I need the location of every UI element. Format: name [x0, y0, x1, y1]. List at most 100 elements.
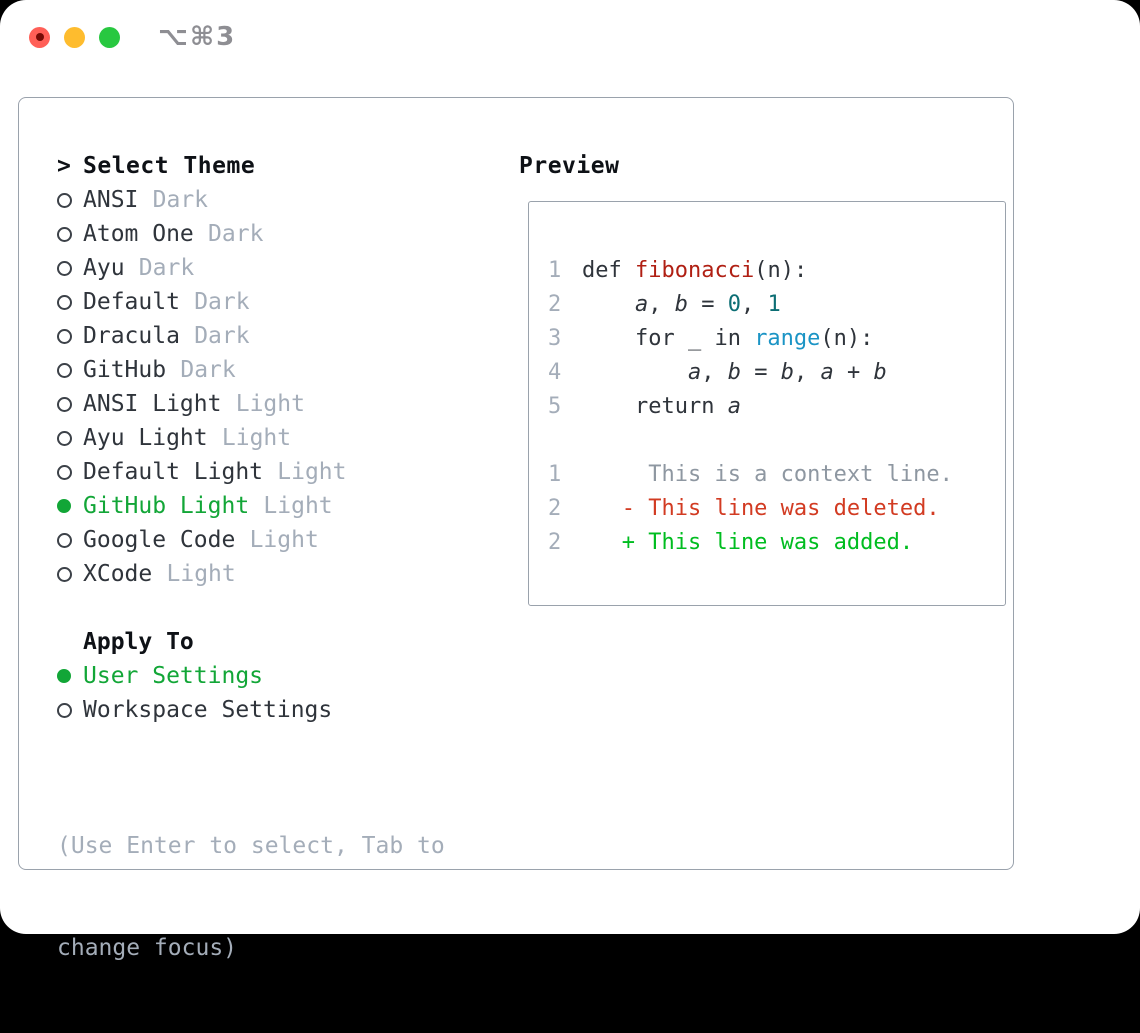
code-token: 1	[767, 291, 781, 317]
code-token: a	[727, 393, 741, 419]
radio-marker	[57, 566, 83, 582]
radio-marker	[57, 430, 83, 446]
radio-marker	[57, 328, 83, 344]
code-content: for _ in range(n):	[582, 326, 873, 351]
code-token: a	[820, 359, 834, 385]
code-token: a	[634, 291, 649, 317]
preview-title-row: Preview	[519, 149, 1006, 183]
theme-variant-tag: Light	[263, 493, 333, 519]
code-line: 2 - This line was deleted.	[548, 491, 1005, 525]
theme-variant-tag: Light	[249, 527, 319, 553]
code-token: ,	[740, 291, 768, 317]
line-number: 4	[548, 359, 562, 385]
code-line: 3 for _ in range(n):	[548, 321, 1005, 355]
line-number: 1	[548, 257, 562, 283]
theme-item[interactable]: Ayu Dark	[57, 251, 519, 285]
code-token: b	[727, 359, 741, 385]
close-dot-icon	[35, 33, 44, 41]
code-token: - This line was deleted.	[582, 495, 940, 521]
radio-icon	[57, 328, 72, 344]
theme-item-label: GitHub Light	[83, 493, 250, 519]
hint-text: (Use Enter to select, Tab to change focu…	[57, 761, 519, 1033]
code-token: =	[740, 359, 781, 385]
radio-icon	[57, 702, 72, 718]
apply-to-option[interactable]: User Settings	[57, 659, 519, 693]
titlebar: ⌥⌘3	[0, 0, 1140, 74]
theme-item[interactable]: Default Dark	[57, 285, 519, 319]
radio-icon	[57, 294, 72, 310]
radio-selected-icon	[57, 499, 71, 513]
theme-item-label: Default	[83, 289, 180, 315]
code-token	[582, 360, 688, 385]
radio-icon	[57, 396, 72, 412]
radio-icon	[57, 192, 72, 208]
radio-icon	[57, 532, 72, 548]
code-token: +	[833, 359, 874, 385]
code-content: a, b = 0, 1	[582, 292, 781, 317]
code-token: b	[674, 291, 688, 317]
chevron-right-icon: >	[57, 153, 71, 179]
code-line	[548, 423, 1005, 457]
theme-item-label: Ayu	[83, 255, 125, 281]
code-content: + This line was added.	[582, 530, 913, 555]
theme-item-label: Google Code	[83, 527, 236, 553]
theme-item-label: GitHub	[83, 357, 167, 383]
code-token: b	[873, 359, 887, 385]
theme-variant-tag: Light	[235, 391, 305, 417]
minimize-button[interactable]	[64, 26, 85, 48]
code-content: - This line was deleted.	[582, 496, 940, 521]
code-line: 5 return a	[548, 389, 1005, 423]
code-token: This is a context line.	[582, 461, 953, 487]
apply-to-option-label: Workspace Settings	[83, 697, 333, 723]
theme-variant-tag: Dark	[208, 221, 264, 247]
radio-marker	[57, 294, 83, 310]
theme-item-label: ANSI Light	[83, 391, 222, 417]
apply-to-option[interactable]: Workspace Settings	[57, 693, 519, 727]
radio-marker	[57, 464, 83, 480]
theme-variant-tag: Dark	[194, 323, 250, 349]
radio-marker	[57, 669, 83, 683]
theme-item[interactable]: ANSI Light Light	[57, 387, 519, 421]
code-line: 4 a, b = b, a + b	[548, 355, 1005, 389]
code-token: a	[687, 359, 702, 385]
code-token	[582, 292, 635, 317]
hint-line: change focus)	[57, 935, 238, 961]
close-button[interactable]	[29, 26, 50, 48]
theme-item-label: Default Light	[83, 459, 264, 485]
code-token: ,	[793, 359, 821, 385]
spacer	[57, 591, 519, 625]
select-theme-title: Select Theme	[83, 153, 256, 179]
radio-icon	[57, 464, 72, 480]
theme-item-label: ANSI	[83, 187, 139, 213]
theme-item-label: Dracula	[83, 323, 180, 349]
theme-item[interactable]: Google Code Light	[57, 523, 519, 557]
zoom-button[interactable]	[99, 26, 120, 48]
radio-marker	[57, 532, 83, 548]
apply-to-title: Apply To	[83, 629, 194, 655]
radio-selected-icon	[57, 669, 71, 683]
theme-item[interactable]: Atom One Dark	[57, 217, 519, 251]
code-token: b	[780, 359, 794, 385]
theme-item-label: XCode	[83, 561, 153, 587]
apply-to-title-row: Apply To	[57, 625, 519, 659]
line-number: 5	[548, 393, 562, 419]
theme-variant-tag: Dark	[138, 255, 195, 281]
code-token: ,	[701, 359, 728, 385]
theme-item[interactable]: Dracula Dark	[57, 319, 519, 353]
theme-item-label: Atom One	[83, 221, 194, 247]
theme-item[interactable]: GitHub Light Light	[57, 489, 519, 523]
code-token: + This line was added.	[582, 529, 914, 555]
theme-variant-tag: Dark	[194, 289, 250, 315]
line-number: 2	[548, 495, 562, 521]
